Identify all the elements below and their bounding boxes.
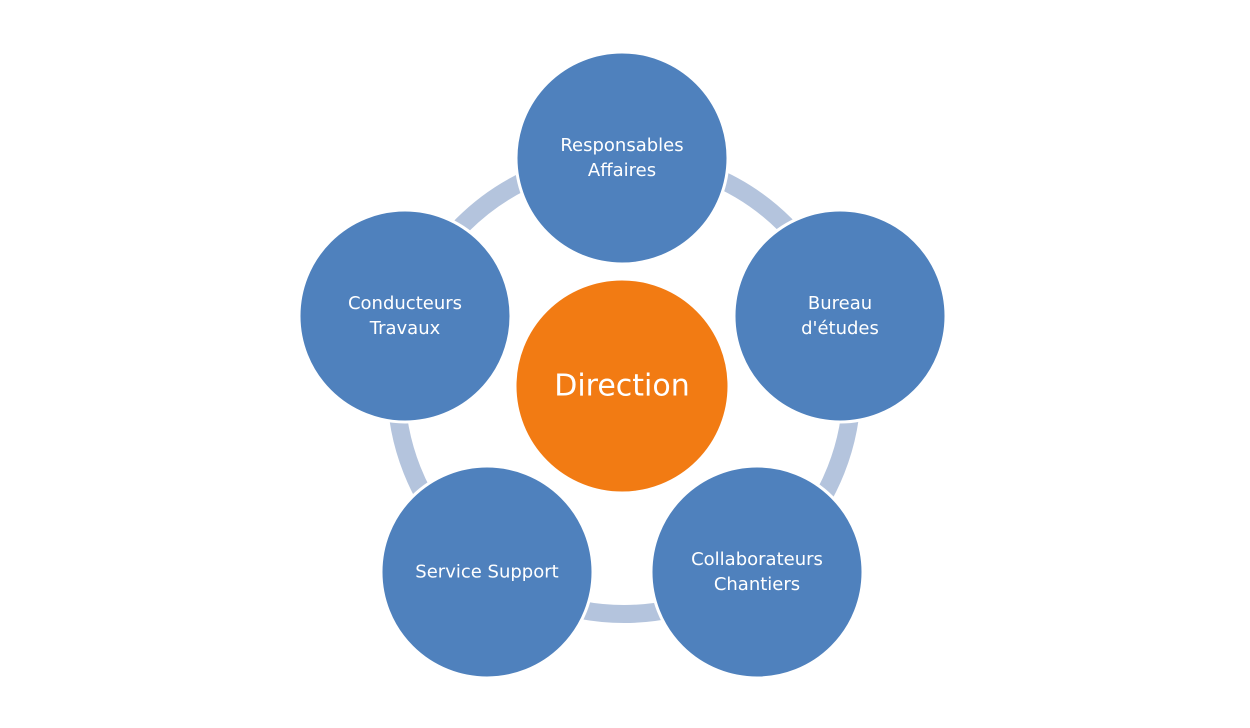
center-node-label: Direction xyxy=(554,369,690,404)
outer-node: Service Support xyxy=(379,464,595,680)
outer-node-circle xyxy=(379,464,595,680)
outer-node-label: d'études xyxy=(801,318,879,339)
outer-node-label: Collaborateurs xyxy=(691,549,823,570)
outer-node-label: Responsables xyxy=(560,135,683,156)
center-node: Direction xyxy=(513,277,731,495)
outer-node-circle xyxy=(297,208,513,424)
outer-node-label: Conducteurs xyxy=(348,293,462,314)
outer-node-label: Service Support xyxy=(415,562,558,583)
outer-node-circle xyxy=(732,208,948,424)
outer-node-circle xyxy=(649,464,865,680)
center-node-circle xyxy=(513,277,731,495)
outer-node: Bureau d'études xyxy=(732,208,948,424)
outer-node-label: Affaires xyxy=(588,160,656,181)
outer-node-label: Bureau xyxy=(808,293,872,314)
outer-node-circle xyxy=(514,50,730,266)
outer-node-label: Travaux xyxy=(369,318,441,339)
outer-node-label: Chantiers xyxy=(714,574,800,595)
